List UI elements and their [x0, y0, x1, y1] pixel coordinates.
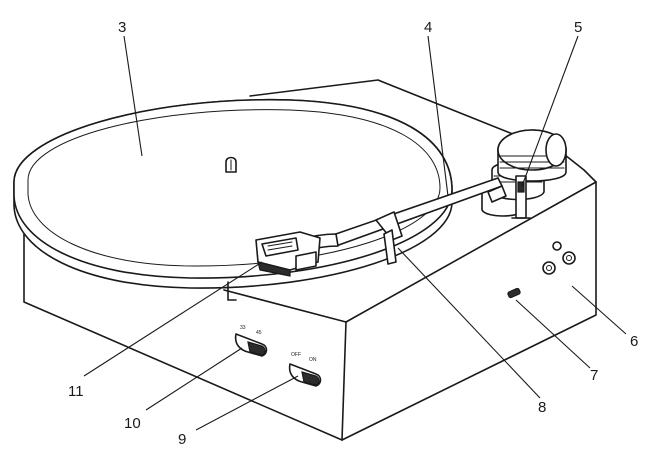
- svg-text:33: 33: [240, 325, 246, 331]
- leader-lines: [83, 35, 627, 431]
- power-on-label: ON: [309, 357, 317, 363]
- leader-10: [145, 347, 243, 411]
- leader-8: [397, 247, 541, 399]
- callout-numbers: 3 4 5 6 7 8 9 10 11: [68, 19, 638, 448]
- leader-7: [515, 299, 591, 369]
- counterweight: [497, 129, 567, 182]
- callout-4-tonearm: 4: [424, 19, 432, 36]
- power-switch: OFF ON: [288, 352, 322, 387]
- platter: [13, 98, 453, 301]
- power-off-label: OFF: [291, 352, 301, 358]
- usb-port: [507, 287, 521, 299]
- svg-text:45: 45: [256, 330, 262, 336]
- turntable-base: [23, 79, 597, 441]
- arm-clip: [375, 211, 403, 265]
- callout-9-power-switch: 9: [178, 431, 186, 448]
- leader-6: [571, 285, 627, 335]
- leader-4: [427, 35, 449, 197]
- callout-8-arm-clip: 8: [538, 399, 546, 416]
- tonearm-pivot-assembly: [481, 129, 567, 219]
- spindle: [225, 156, 237, 173]
- callout-6-output-jacks: 6: [630, 333, 638, 350]
- leader-9: [195, 375, 299, 431]
- callout-5-arm-rest: 5: [574, 19, 582, 36]
- callout-7-usb-port: 7: [590, 367, 598, 384]
- rca-output-jacks: [542, 241, 576, 275]
- speed-switch: 33 45: [234, 325, 268, 357]
- cartridge: [255, 231, 321, 277]
- leader-3: [123, 35, 143, 157]
- arm-rest: [511, 175, 531, 219]
- callout-10-speed-switch: 10: [124, 415, 141, 432]
- callout-3-platter: 3: [118, 19, 126, 36]
- leader-11: [83, 261, 263, 377]
- callout-11-cartridge: 11: [68, 383, 84, 400]
- leader-5: [521, 35, 579, 187]
